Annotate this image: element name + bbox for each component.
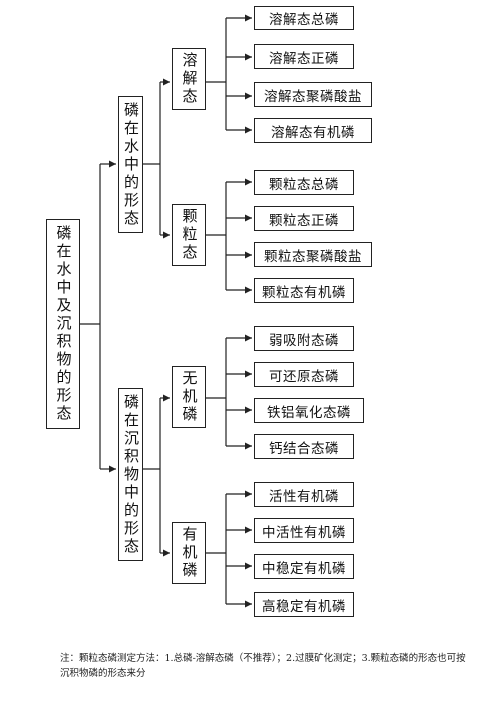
leaf-box: 活性有机磷: [254, 482, 354, 507]
leaf-box: 颗粒态总磷: [254, 170, 354, 195]
leaf-box: 颗粒态正磷: [254, 206, 354, 231]
leaf-label: 溶解态聚磷酸盐: [264, 88, 362, 105]
leaf-label: 溶解态有机磷: [271, 124, 355, 141]
branch-water-box: 磷在水中的形态: [118, 96, 143, 233]
leaf-box: 弱吸附态磷: [254, 326, 354, 351]
group-organic-label: 有机磷: [180, 526, 199, 580]
leaf-box: 可还原态磷: [254, 362, 354, 387]
leaf-box: 中活性有机磷: [254, 518, 354, 543]
leaf-label: 弱吸附态磷: [269, 332, 339, 349]
leaf-box: 颗粒态有机磷: [254, 278, 354, 303]
group-inorganic-box: 无机磷: [172, 366, 206, 428]
group-dissolved-label: 溶解态: [180, 52, 199, 106]
leaf-label: 溶解态正磷: [269, 50, 339, 67]
leaf-label: 颗粒态有机磷: [262, 284, 346, 301]
root-box: 磷在水中及沉积物的形态: [46, 219, 80, 429]
leaf-label: 中稳定有机磷: [262, 560, 346, 577]
leaf-label: 颗粒态正磷: [269, 212, 339, 229]
leaf-label: 颗粒态聚磷酸盐: [264, 248, 362, 265]
group-dissolved-box: 溶解态: [172, 48, 206, 110]
leaf-label: 高稳定有机磷: [262, 598, 346, 615]
leaf-label: 活性有机磷: [269, 488, 339, 505]
leaf-box: 钙结合态磷: [254, 434, 354, 459]
leaf-box: 中稳定有机磷: [254, 554, 354, 579]
root-label: 磷在水中及沉积物的形态: [54, 225, 73, 423]
leaf-box: 溶解态总磷: [254, 6, 354, 30]
group-organic-box: 有机磷: [172, 522, 206, 584]
leaf-box: 高稳定有机磷: [254, 592, 354, 617]
branch-sediment-label: 磷在沉积物中的形态: [122, 393, 140, 556]
branch-water-label: 磷在水中的形态: [122, 101, 140, 228]
branch-sediment-box: 磷在沉积物中的形态: [118, 388, 143, 561]
leaf-label: 颗粒态总磷: [269, 176, 339, 193]
leaf-label: 可还原态磷: [269, 368, 339, 385]
leaf-box: 溶解态有机磷: [254, 118, 372, 143]
leaf-label: 铁铝氧化态磷: [267, 404, 351, 421]
leaf-label: 溶解态总磷: [269, 12, 339, 28]
leaf-box: 颗粒态聚磷酸盐: [254, 242, 372, 267]
leaf-box: 溶解态聚磷酸盐: [254, 82, 372, 107]
group-particulate-box: 颗粒态: [172, 204, 206, 266]
leaf-label: 钙结合态磷: [269, 440, 339, 457]
leaf-label: 中活性有机磷: [262, 524, 346, 541]
group-inorganic-label: 无机磷: [180, 370, 199, 424]
leaf-box: 铁铝氧化态磷: [254, 398, 364, 423]
leaf-box: 溶解态正磷: [254, 44, 354, 69]
footnote: 注：颗粒态磷测定方法：1.总磷-溶解态磷（不推荐）；2.过膜矿化测定；3.颗粒态…: [60, 653, 466, 679]
group-particulate-label: 颗粒态: [180, 208, 199, 262]
